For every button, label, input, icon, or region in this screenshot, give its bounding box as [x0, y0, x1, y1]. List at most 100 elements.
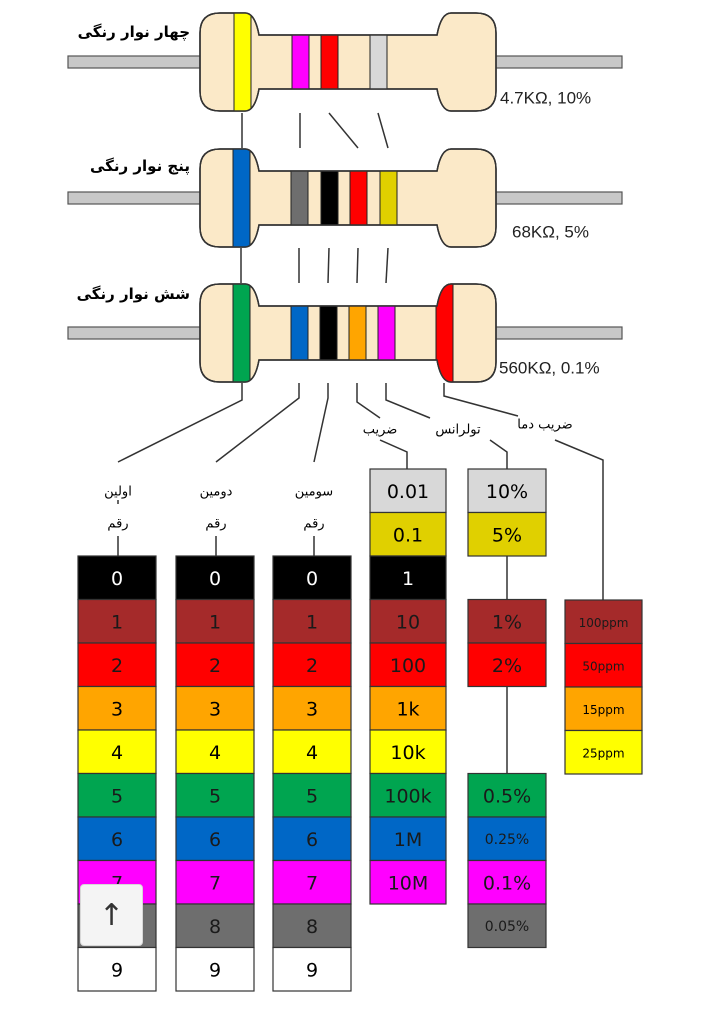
cell-swatch	[77, 772, 157, 818]
color-band-yellow	[233, 13, 252, 111]
cell-swatch	[369, 729, 447, 775]
cell-swatch	[175, 598, 255, 644]
digit-cell-6: 6	[77, 816, 157, 862]
tolerance-column: 10%5%1%2%0.5%0.25%0.1%0.05%	[467, 468, 547, 949]
cell-swatch	[272, 859, 352, 905]
cell-label: 50ppm	[582, 659, 624, 673]
cell-label: 3	[111, 698, 123, 720]
cell-swatch	[467, 772, 547, 818]
cell-label: 2	[111, 655, 123, 677]
cell-swatch	[467, 468, 547, 514]
resistor-lead-right	[493, 326, 623, 340]
cell-swatch	[369, 511, 447, 557]
digit-cell-8: 8	[272, 903, 352, 949]
cell-label: 6	[111, 829, 123, 851]
cell-label: 1	[402, 568, 414, 590]
cell-label: 1k	[396, 698, 419, 720]
tempco-cell: 50ppm	[564, 642, 643, 688]
tolerance-cell: 5%	[467, 511, 547, 557]
resistor-lead-right	[493, 55, 623, 69]
connector-line	[356, 383, 381, 419]
cell-swatch	[369, 555, 447, 601]
cell-label: 10k	[390, 742, 425, 764]
cell-label: 100ppm	[579, 616, 629, 630]
cell-label: 10%	[486, 481, 528, 503]
digit-cell-3: 3	[175, 685, 255, 731]
connector-line	[313, 383, 329, 463]
cell-label: 0.1%	[483, 872, 531, 894]
back-to-top-button[interactable]: ↑	[80, 884, 143, 946]
cell-swatch	[175, 816, 255, 862]
digit-cell-0: 0	[175, 555, 255, 601]
tolerance-cell: 0.25%	[467, 816, 547, 862]
cell-label: 0	[306, 568, 318, 590]
cell-label: 100k	[384, 785, 431, 807]
cell-label: 4	[306, 742, 318, 764]
digit-cell-9: 9	[77, 946, 157, 992]
cell-swatch	[175, 946, 255, 992]
cell-swatch	[175, 729, 255, 775]
connector-line	[328, 112, 359, 149]
connector-line	[554, 439, 604, 600]
color-band-green	[232, 284, 251, 382]
cell-label: 25ppm	[582, 746, 624, 760]
color-band-silver	[369, 13, 388, 111]
cell-swatch	[467, 816, 547, 862]
tolerance-cell: 0.5%	[467, 772, 547, 818]
digit-cell-7: 7	[175, 859, 255, 905]
cell-label: 1	[209, 611, 221, 633]
cell-swatch	[369, 598, 447, 644]
tolerance-cell: 10%	[467, 468, 547, 514]
color-band-violet	[377, 284, 396, 382]
digit-cell-9: 9	[175, 946, 255, 992]
cell-label: 3	[306, 698, 318, 720]
cell-label: 9	[306, 959, 318, 981]
cell-swatch	[272, 816, 352, 862]
cell-label: 7	[306, 872, 318, 894]
digit-cell-5: 5	[272, 772, 352, 818]
digit-cell-3: 3	[272, 685, 352, 731]
cell-label: 7	[209, 872, 221, 894]
cell-label: 0.01	[387, 481, 429, 503]
cell-label: 5	[306, 785, 318, 807]
tolerance-cell: 0.1%	[467, 859, 547, 905]
digit-cell-1: 1	[77, 598, 157, 644]
header-second-digit-line2: رقم	[205, 517, 226, 532]
cell-swatch	[77, 946, 157, 992]
cell-swatch	[564, 686, 643, 732]
cell-label: 0	[209, 568, 221, 590]
color-band-orange	[348, 284, 367, 382]
digit-cell-3: 3	[77, 685, 157, 731]
cell-swatch	[77, 685, 157, 731]
digit-cell-5: 5	[175, 772, 255, 818]
cell-swatch	[272, 729, 352, 775]
header-first-digit-line1: اولین	[104, 485, 132, 500]
multiplier-cell: 1M	[369, 816, 447, 862]
cell-label: 5	[209, 785, 221, 807]
cell-label: 8	[209, 916, 221, 938]
connector-line	[377, 112, 389, 149]
cell-label: 15ppm	[582, 703, 624, 717]
temperature-coefficient-column: 100ppm 50ppm 15ppm 25ppm	[564, 599, 643, 775]
multiplier-cell: 0.1	[369, 511, 447, 557]
digit-cell-8: 8	[175, 903, 255, 949]
resistor-value: 68KΩ, 5%	[512, 223, 589, 242]
color-band-blue	[232, 149, 251, 247]
cell-label: 3	[209, 698, 221, 720]
cell-swatch	[77, 555, 157, 601]
cell-swatch	[272, 685, 352, 731]
cell-swatch	[467, 511, 547, 557]
cell-label: 5%	[492, 524, 522, 546]
color-band-black	[319, 284, 338, 382]
header-tolerance: تولرانس	[435, 423, 481, 438]
cell-label: 4	[209, 742, 221, 764]
tempco-cell: 15ppm	[564, 686, 643, 732]
cell-label: 0.1	[393, 524, 423, 546]
header-second-digit-line1: دومین	[200, 485, 233, 500]
cell-label: 5	[111, 785, 123, 807]
